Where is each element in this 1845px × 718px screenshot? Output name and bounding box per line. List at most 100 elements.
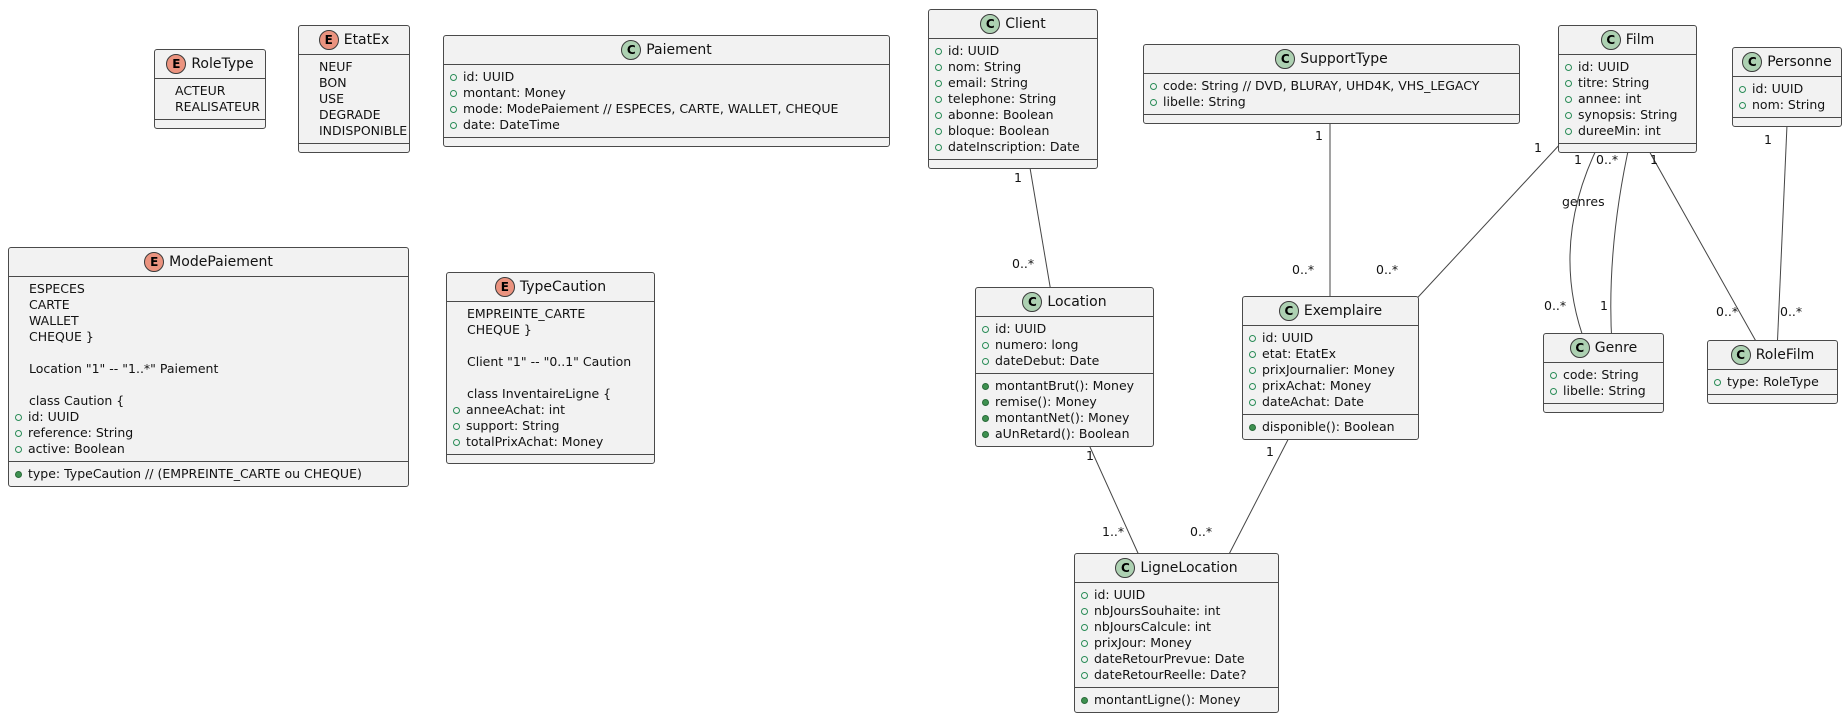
field-visibility-icon bbox=[15, 445, 22, 453]
member-text: ESPECES bbox=[29, 281, 85, 296]
row-indent-spacer bbox=[305, 96, 313, 103]
member-row: ACTEUR bbox=[161, 83, 257, 99]
members-section: code: String // DVD, BLURAY, UHD4K, VHS_… bbox=[1144, 74, 1519, 114]
node-title: Genre bbox=[1594, 340, 1638, 356]
member-text: support: String bbox=[466, 418, 560, 433]
member-text: CARTE bbox=[29, 297, 70, 312]
member-text: Client "1" -- "0..1" Caution bbox=[467, 354, 632, 369]
field-visibility-icon bbox=[15, 429, 22, 437]
empty-section bbox=[1559, 143, 1696, 152]
empty-section bbox=[1733, 117, 1841, 126]
empty-section bbox=[155, 119, 265, 128]
field-visibility-icon bbox=[1550, 371, 1557, 379]
row-indent-spacer bbox=[15, 366, 23, 373]
members-section: type: TypeCaution // (EMPREINTE_CARTE ou… bbox=[9, 461, 408, 486]
member-row: etat: EtatEx bbox=[1249, 346, 1410, 362]
member-row: totalPrixAchat: Money bbox=[453, 434, 646, 450]
member-row: nbJoursCalcule: int bbox=[1081, 619, 1270, 635]
member-text: prixAchat: Money bbox=[1262, 378, 1372, 393]
field-visibility-icon bbox=[450, 121, 457, 129]
field-visibility-icon bbox=[1565, 111, 1572, 119]
member-text: dateDebut: Date bbox=[995, 353, 1100, 368]
edge-exemplaire-lignelocation bbox=[1224, 427, 1295, 563]
field-visibility-icon bbox=[1565, 95, 1572, 103]
member-text: dateRetourReelle: Date? bbox=[1094, 667, 1247, 682]
row-indent-spacer bbox=[15, 398, 23, 405]
association-name-label: genres bbox=[1562, 194, 1605, 209]
multiplicity-label: 1 bbox=[1086, 448, 1094, 463]
member-row: EMPREINTE_CARTE bbox=[453, 306, 646, 322]
member-text: numero: long bbox=[995, 337, 1079, 352]
field-visibility-icon bbox=[1249, 350, 1256, 358]
member-text: anneeAchat: int bbox=[466, 402, 566, 417]
member-row: id: UUID bbox=[1739, 81, 1833, 97]
member-row: libelle: String bbox=[1550, 383, 1655, 399]
edge-location-lignelocation bbox=[1084, 435, 1143, 563]
member-row: prixAchat: Money bbox=[1249, 378, 1410, 394]
member-text: code: String // DVD, BLURAY, UHD4K, VHS_… bbox=[1163, 78, 1480, 93]
field-visibility-icon bbox=[1249, 334, 1256, 342]
member-row: active: Boolean bbox=[15, 441, 400, 457]
member-text: class Caution { bbox=[29, 393, 125, 408]
node-title: Personne bbox=[1767, 54, 1832, 70]
member-text: montant: Money bbox=[463, 85, 566, 100]
node-title: Paiement bbox=[646, 42, 712, 58]
row-indent-spacer bbox=[453, 311, 461, 318]
node-title: RoleType bbox=[191, 56, 254, 72]
field-visibility-icon bbox=[1249, 382, 1256, 390]
member-row: nom: String bbox=[1739, 97, 1833, 113]
member-text: montantNet(): Money bbox=[995, 410, 1130, 425]
member-text: date: DateTime bbox=[463, 117, 560, 132]
member-row: code: String bbox=[1550, 367, 1655, 383]
member-row: id: UUID bbox=[982, 321, 1145, 337]
empty-section bbox=[447, 454, 654, 463]
member-text: disponible(): Boolean bbox=[1262, 419, 1395, 434]
multiplicity-label: 0..* bbox=[1596, 152, 1619, 167]
member-text: prixJournalier: Money bbox=[1262, 362, 1395, 377]
member-text: libelle: String bbox=[1163, 94, 1246, 109]
empty-section bbox=[444, 137, 889, 146]
member-text: CHEQUE } bbox=[467, 322, 532, 337]
field-visibility-icon bbox=[982, 341, 989, 349]
multiplicity-label: 1 bbox=[1266, 444, 1274, 459]
member-row: bloque: Boolean bbox=[935, 123, 1089, 139]
member-row: montantNet(): Money bbox=[982, 410, 1145, 426]
multiplicity-label: 1 bbox=[1600, 298, 1608, 313]
member-row bbox=[453, 370, 646, 386]
member-row: dateAchat: Date bbox=[1249, 394, 1410, 410]
edge-film-genre bbox=[1610, 141, 1631, 346]
member-text: dateInscription: Date bbox=[948, 139, 1080, 154]
multiplicity-label: 1 bbox=[1650, 152, 1658, 167]
method-visibility-icon bbox=[15, 470, 22, 478]
member-row: montant: Money bbox=[450, 85, 881, 101]
field-visibility-icon bbox=[1565, 79, 1572, 87]
method-visibility-icon bbox=[1249, 423, 1256, 431]
field-visibility-icon bbox=[453, 422, 460, 430]
row-indent-spacer bbox=[453, 327, 461, 334]
method-visibility-icon bbox=[982, 414, 989, 422]
member-text: remise(): Money bbox=[995, 394, 1097, 409]
empty-section bbox=[1544, 403, 1663, 412]
member-text: annee: int bbox=[1578, 91, 1642, 106]
member-text: id: UUID bbox=[948, 43, 1000, 58]
member-text: email: String bbox=[948, 75, 1028, 90]
member-row: id: UUID bbox=[15, 409, 400, 425]
member-text: id: UUID bbox=[1094, 587, 1146, 602]
member-text: totalPrixAchat: Money bbox=[466, 434, 604, 449]
edge-film-rolefilm bbox=[1643, 141, 1763, 353]
member-row: code: String // DVD, BLURAY, UHD4K, VHS_… bbox=[1150, 78, 1511, 94]
